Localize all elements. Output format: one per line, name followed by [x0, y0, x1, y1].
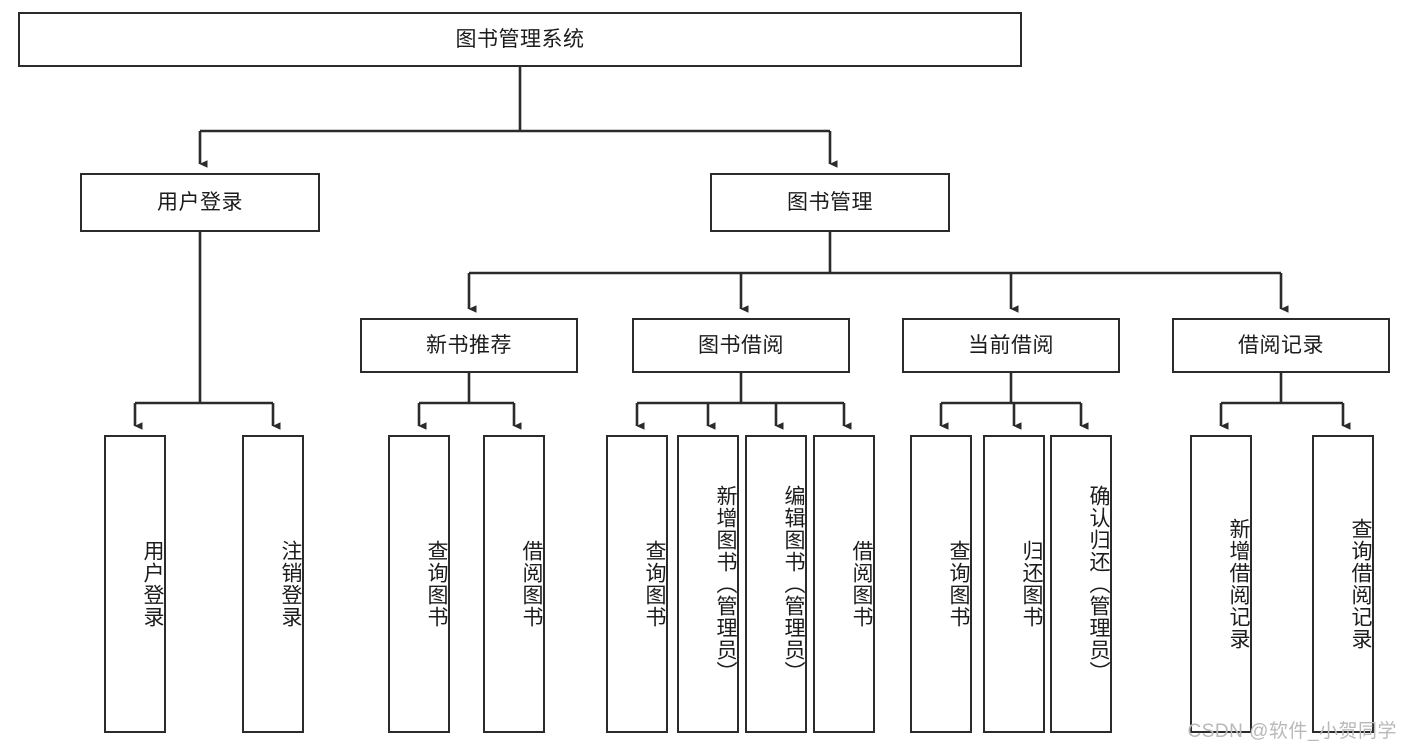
- node-book-borrow[interactable]: 图书借阅: [632, 318, 850, 373]
- node-leaf-user-logout[interactable]: 注销登录: [242, 435, 304, 733]
- node-label: 图书管理: [787, 190, 873, 214]
- node-label: 新书推荐: [426, 333, 512, 357]
- node-leaf-borrow-book-2[interactable]: 借阅图书: [813, 435, 875, 733]
- node-borrow-record[interactable]: 借阅记录: [1172, 318, 1390, 373]
- node-label: 借阅图书: [520, 540, 543, 628]
- node-label: 查询图书: [643, 540, 666, 628]
- node-leaf-edit-book[interactable]: 编辑图书（管理员）: [745, 435, 807, 733]
- node-leaf-query-record[interactable]: 查询借阅记录: [1312, 435, 1374, 733]
- node-label: 新增借阅记录: [1227, 518, 1250, 650]
- node-leaf-query-book-2[interactable]: 查询图书: [606, 435, 668, 733]
- node-user-login[interactable]: 用户登录: [80, 173, 320, 232]
- watermark-label: CSDN @软件_小贺同学: [1187, 721, 1397, 742]
- node-label: 归还图书: [1020, 540, 1043, 628]
- node-leaf-query-book-1[interactable]: 查询图书: [388, 435, 450, 733]
- node-leaf-query-book-3[interactable]: 查询图书: [910, 435, 972, 733]
- node-leaf-return-book[interactable]: 归还图书: [983, 435, 1045, 733]
- node-label: 注销登录: [279, 540, 302, 628]
- node-label: 查询图书: [947, 540, 970, 628]
- node-leaf-borrow-book-1[interactable]: 借阅图书: [483, 435, 545, 733]
- node-label: 编辑图书（管理员）: [782, 485, 805, 683]
- node-new-book-rec[interactable]: 新书推荐: [360, 318, 578, 373]
- node-book-manage[interactable]: 图书管理: [710, 173, 950, 232]
- node-current-borrow[interactable]: 当前借阅: [902, 318, 1120, 373]
- node-leaf-add-record[interactable]: 新增借阅记录: [1190, 435, 1252, 733]
- node-leaf-add-book[interactable]: 新增图书（管理员）: [677, 435, 739, 733]
- node-label: 图书管理系统: [455, 27, 585, 51]
- node-label: 查询借阅记录: [1349, 518, 1372, 650]
- node-label: 用户登录: [141, 540, 164, 628]
- node-label: 用户登录: [157, 190, 243, 214]
- node-label: 新增图书（管理员）: [714, 485, 737, 683]
- node-label: 图书借阅: [698, 333, 784, 357]
- node-label: 借阅图书: [850, 540, 873, 628]
- node-leaf-confirm-return[interactable]: 确认归还（管理员）: [1050, 435, 1112, 733]
- node-label: 当前借阅: [968, 333, 1054, 357]
- node-label: 查询图书: [425, 540, 448, 628]
- node-label: 借阅记录: [1238, 333, 1324, 357]
- node-root[interactable]: 图书管理系统: [18, 12, 1022, 67]
- node-label: 确认归还（管理员）: [1087, 485, 1110, 683]
- node-leaf-user-login[interactable]: 用户登录: [104, 435, 166, 733]
